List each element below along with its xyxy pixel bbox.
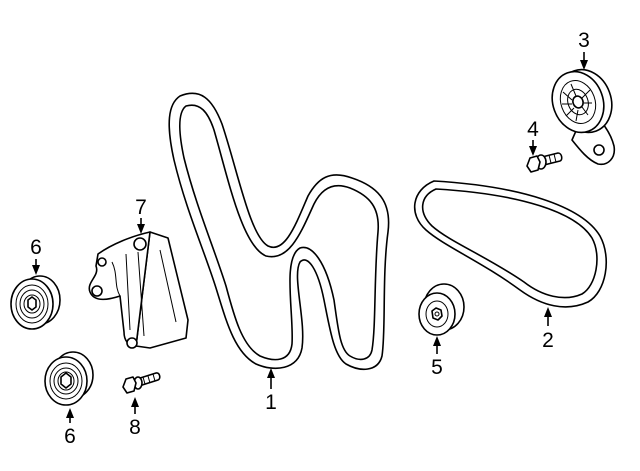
- bracket-bolt-part: [122, 372, 161, 394]
- tensioner-bolt-part: [526, 152, 563, 173]
- callout-6-top: 6: [30, 236, 42, 259]
- callout-2: 2: [542, 329, 554, 352]
- small-idler-pulley-part: [418, 283, 465, 336]
- secondary-belt-part: [413, 180, 608, 308]
- callout-4: 4: [527, 118, 539, 141]
- tensioner-part: [551, 68, 616, 166]
- callout-8: 8: [129, 416, 141, 439]
- main-belt-part: [168, 92, 390, 371]
- idler-pulley-bottom-part: [44, 351, 94, 406]
- callout-7: 7: [135, 196, 147, 219]
- idler-pulley-top-part: [10, 275, 61, 330]
- callout-3: 3: [578, 29, 590, 52]
- callout-6-bottom: 6: [64, 425, 76, 448]
- leader-lines: [32, 52, 588, 423]
- bracket-part: [88, 231, 189, 349]
- callout-5: 5: [431, 356, 443, 379]
- callout-1: 1: [265, 391, 277, 414]
